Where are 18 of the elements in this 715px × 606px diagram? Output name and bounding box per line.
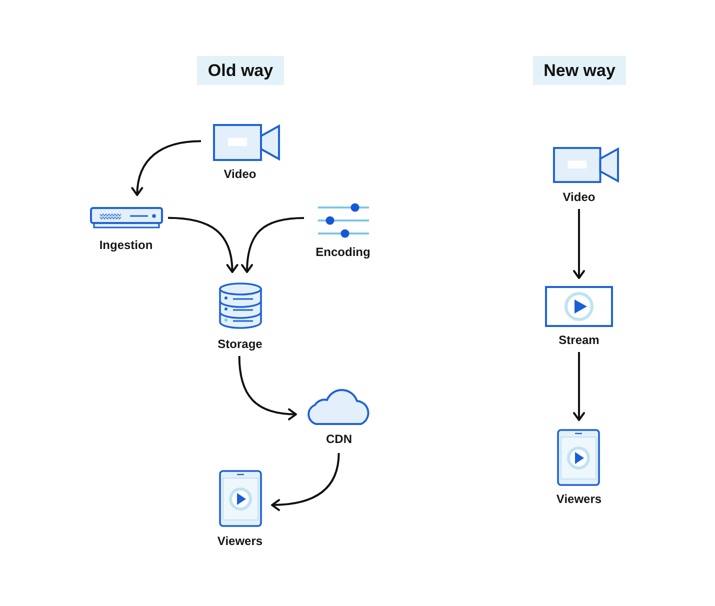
node-label: Video bbox=[224, 167, 256, 181]
node-label: Ingestion bbox=[99, 238, 153, 252]
section-heading: New way bbox=[533, 56, 626, 85]
node-label: Video bbox=[562, 190, 596, 204]
arrow bbox=[271, 452, 340, 511]
node-label: Viewers bbox=[217, 534, 263, 548]
section-heading: Old way bbox=[197, 56, 284, 85]
node-label: Viewers bbox=[556, 492, 602, 506]
node-label: Stream bbox=[558, 333, 600, 347]
node-label: Encoding bbox=[316, 245, 370, 259]
arrow bbox=[573, 209, 585, 279]
node-label: CDN bbox=[326, 432, 352, 446]
arrow bbox=[168, 216, 238, 273]
arrow bbox=[132, 140, 202, 196]
arrow bbox=[241, 217, 304, 273]
arrow bbox=[238, 356, 297, 420]
node-label: Storage bbox=[218, 337, 262, 351]
arrow bbox=[573, 352, 585, 421]
